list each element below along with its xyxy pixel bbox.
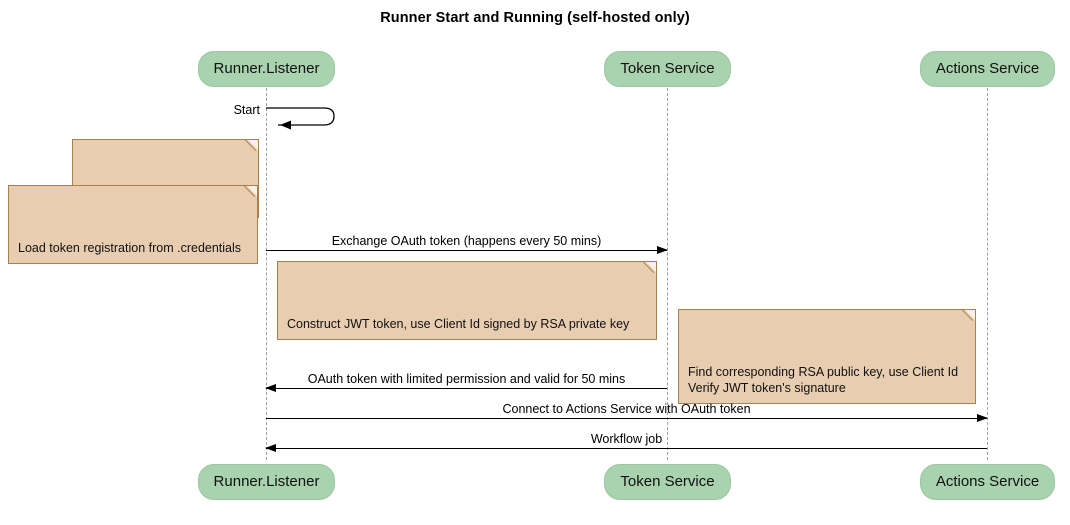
note-load-token-registration: Load token registration from .credential… [8, 185, 258, 264]
note-fold-icon [248, 140, 258, 150]
message-label-oauth-return: OAuth token with limited permission and … [307, 372, 626, 386]
message-arrow-connect [266, 413, 988, 422]
note-construct-jwt: Construct JWT token, use Client Id signe… [277, 261, 657, 340]
participant-token-top[interactable]: Token Service [604, 51, 731, 87]
arrowhead-right-icon [657, 245, 668, 254]
note-fold-icon [247, 186, 257, 196]
self-message-start [266, 104, 346, 134]
participant-label: Token Service [620, 473, 715, 490]
arrowhead-right-icon [977, 413, 988, 422]
note-text: Construct JWT token, use Client Id signe… [287, 317, 630, 331]
lifeline-actions [987, 88, 988, 460]
lifeline-token [667, 88, 668, 460]
participant-runner-top[interactable]: Runner.Listener [198, 51, 335, 87]
note-text: Load token registration from .credential… [18, 241, 242, 255]
participant-label: Runner.Listener [213, 60, 320, 77]
participant-label: Runner.Listener [213, 473, 320, 490]
message-arrow-exchange [266, 245, 668, 254]
participant-label: Actions Service [935, 60, 1040, 77]
participant-actions-bottom[interactable]: Actions Service [920, 464, 1055, 500]
participant-runner-bottom[interactable]: Runner.Listener [198, 464, 335, 500]
message-arrow-workflow [265, 443, 987, 452]
message-label-connect: Connect to Actions Service with OAuth to… [502, 402, 751, 416]
note-fold-icon [646, 262, 656, 272]
participant-label: Actions Service [935, 473, 1040, 490]
message-arrow-oauth-return [265, 383, 667, 392]
note-verify-signature: Find corresponding RSA public key, use C… [678, 309, 976, 404]
arrowhead-left-icon [265, 443, 276, 452]
note-text: Find corresponding RSA public key, use C… [688, 365, 959, 395]
page-title: Runner Start and Running (self-hosted on… [380, 10, 690, 26]
participant-label: Token Service [620, 60, 715, 77]
participant-actions-top[interactable]: Actions Service [920, 51, 1055, 87]
self-message-label-start: Start [233, 103, 260, 117]
message-label-workflow: Workflow job [590, 432, 663, 446]
note-fold-icon [965, 310, 975, 320]
arrowhead-left-icon [265, 383, 276, 392]
participant-token-bottom[interactable]: Token Service [604, 464, 731, 500]
lifeline-runner [266, 88, 267, 460]
message-label-exchange: Exchange OAuth token (happens every 50 m… [331, 234, 602, 248]
